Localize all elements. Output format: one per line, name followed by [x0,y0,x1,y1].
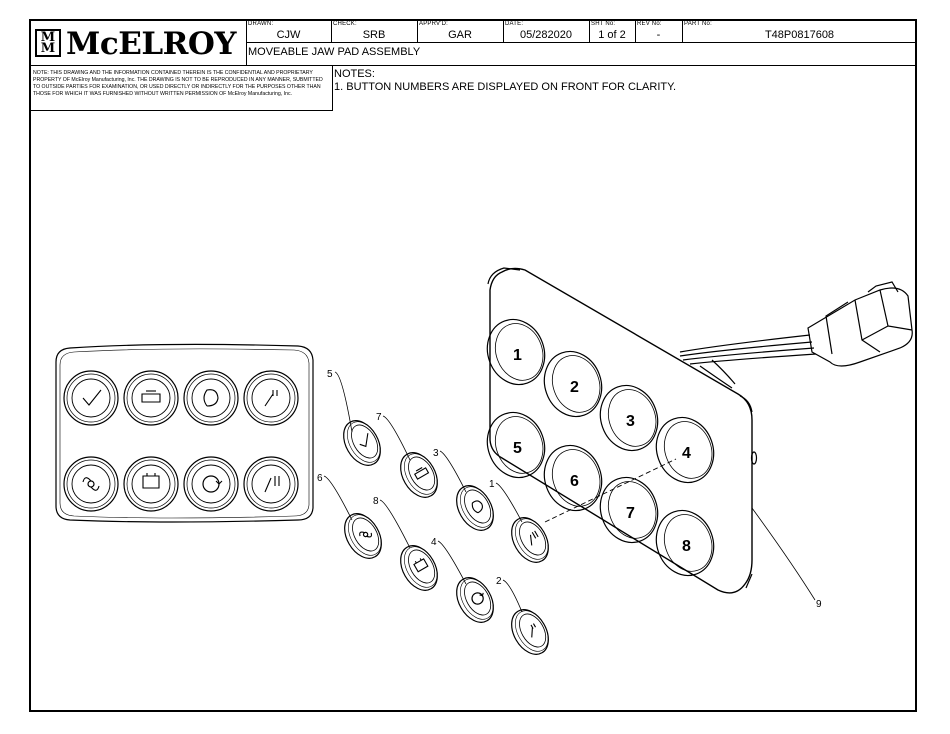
housing-button: 1 [486,318,546,386]
button-pad [511,609,549,655]
leader-lines [323,371,816,613]
front-button [63,456,119,512]
hand-icon [203,389,219,407]
button-pad [511,517,549,563]
heater-icon [413,558,429,573]
button-number: 6 [570,473,579,490]
housing-button: 5 [486,411,546,479]
front-button [243,456,299,512]
button-number: 5 [513,440,522,457]
engine-icon [141,390,161,403]
housing-button: 6 [543,444,603,512]
housing-button: 2 [543,350,603,418]
housing-button: 8 [655,509,715,577]
check-cell: CHECK: SRB [331,21,418,43]
check-icon [82,389,102,406]
housing-button: 4 [655,416,715,484]
front-button [183,370,239,426]
confidential-box [31,65,333,111]
hand-icon [471,500,483,514]
balloon-labels: 5 7 3 1 6 8 4 2 9 [317,369,822,610]
part-value: T48P0817608 [764,29,835,41]
button-pad [456,577,494,623]
button-pad [344,513,382,559]
housing-button: 3 [599,384,659,452]
drawn-value: CJW [276,29,301,41]
balloon-4: 4 [431,537,437,548]
balloon-3: 3 [433,448,439,459]
balloon-6: 6 [317,473,323,484]
tool-icon [264,390,278,407]
rev-value: - [656,29,661,41]
balloon-2: 2 [496,576,502,587]
front-button-row [63,370,299,512]
front-button [123,370,179,426]
balloon-8: 8 [373,496,379,507]
balloon-1: 1 [489,479,495,490]
assembly-dashed-line [544,458,677,523]
sheet-value: 1 of 2 [598,29,626,41]
date-cell: DATE: 05/282020 [503,21,590,43]
drawn-cell: DRAWN: CJW [246,21,332,43]
apprvd-value: GAR [448,29,472,41]
front-button [243,370,299,426]
housing-button-grid: 1 2 3 4 5 6 7 8 [486,318,715,577]
button-number: 7 [626,505,635,522]
confidential-note: NOTE: THIS DRAWING AND THE INFORMATION C… [33,70,323,97]
front-button [123,456,179,512]
engine-icon [413,467,430,480]
front-view-panel [55,343,314,523]
cable-connector [679,281,913,389]
fan-icon [82,477,100,491]
date-value: 05/282020 [520,29,572,41]
drawing-title: MOVEABLE JAW PAD ASSEMBLY [248,46,421,58]
jaw-icon [264,476,280,493]
button-number: 8 [682,538,691,555]
button-number: 2 [570,379,579,396]
button-number: 4 [682,445,691,462]
note-item: 1. BUTTON NUMBERS ARE DISPLAYED ON FRONT… [334,81,677,93]
front-button [63,370,119,426]
front-button [183,456,239,512]
notes-heading: NOTES: [334,68,375,80]
apprvd-cell: APPRV'D: GAR [417,21,504,43]
jaw-pad-housing [487,267,758,594]
sheet-cell: SHT No: 1 of 2 [589,21,636,43]
loose-button-pads [343,420,549,655]
title-cell [246,42,917,66]
button-pad [400,545,438,591]
jaw-icon [529,530,539,546]
heater-icon [142,473,160,489]
part-cell: PART No: T48P0817608 [682,21,917,43]
rotate-icon [202,475,223,493]
balloon-5: 5 [327,369,333,380]
balloon-7: 7 [376,412,382,423]
notes-block: NOTES: 1. BUTTON NUMBERS ARE DISPLAYED O… [334,68,676,94]
logo-text: McELROY [66,26,237,62]
balloon-9: 9 [816,599,822,610]
check-value: SRB [362,29,386,41]
housing-button: 7 [599,476,659,544]
rotate-icon [471,592,484,605]
rev-cell: REV No: - [635,21,683,43]
tool-icon [530,623,537,638]
fan-icon [359,531,373,538]
button-pad [456,485,494,531]
button-number: 3 [626,413,635,430]
check-icon [359,433,369,448]
button-number: 1 [513,347,522,364]
